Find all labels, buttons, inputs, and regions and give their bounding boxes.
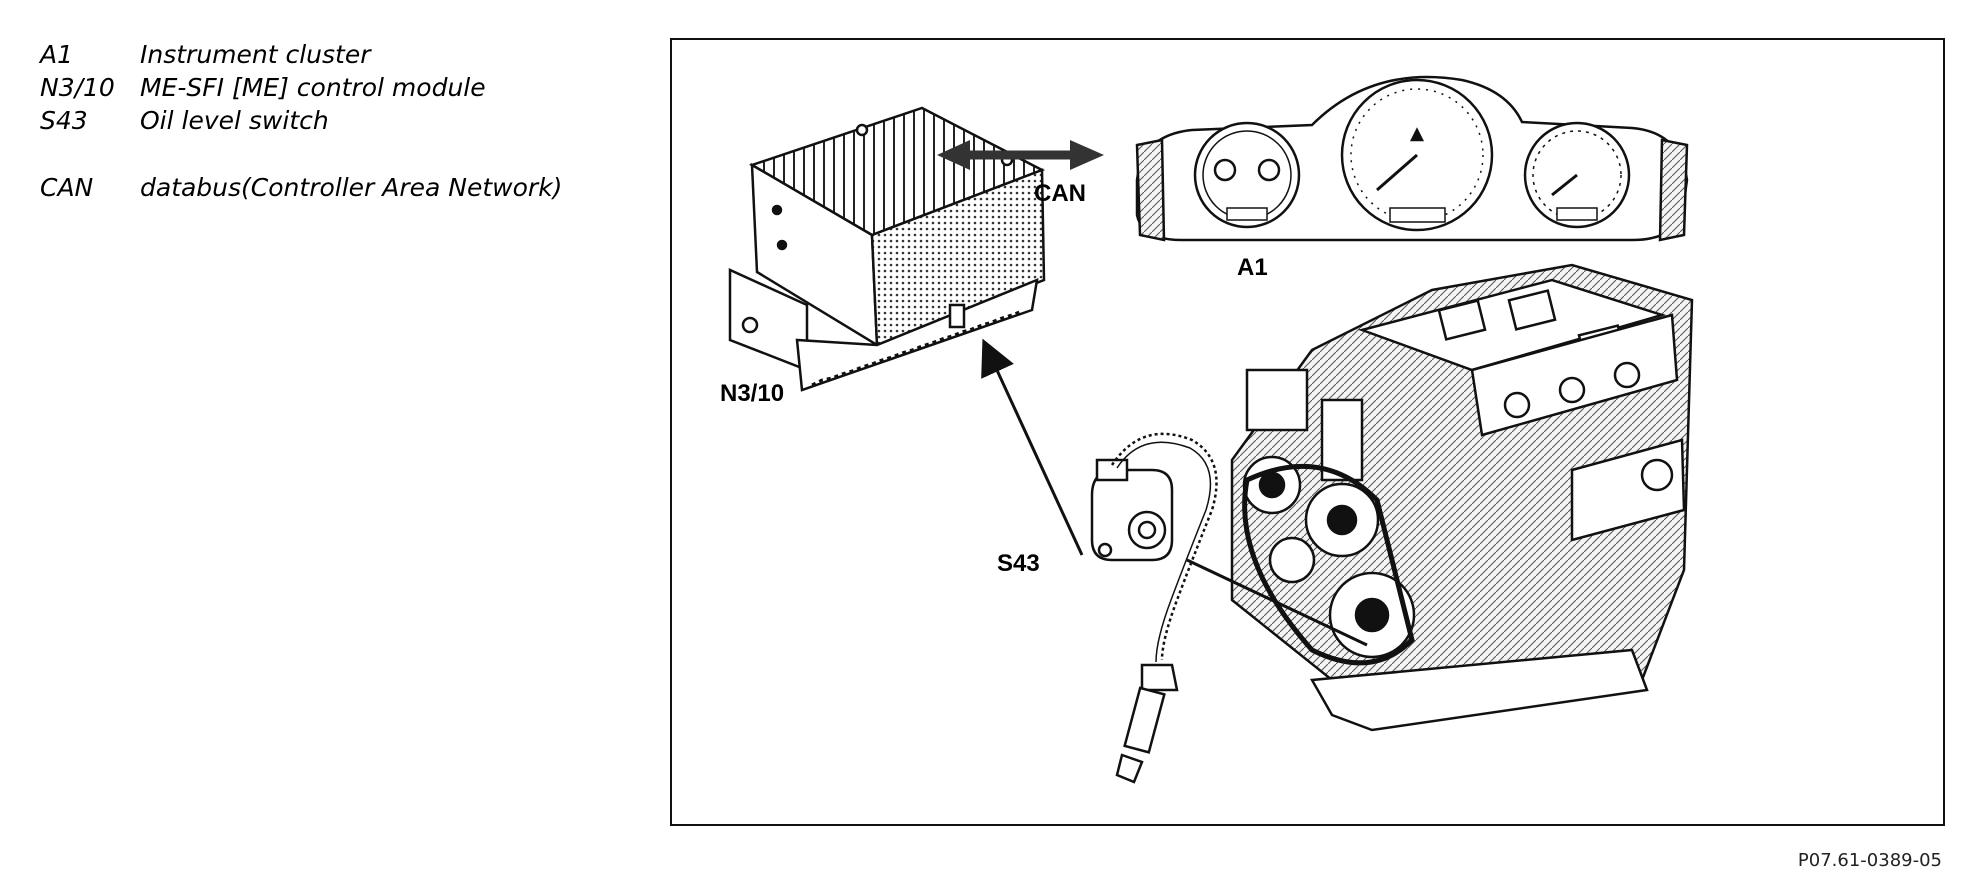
legend-description: Instrument cluster (140, 40, 371, 69)
diagram-drawing (728, 75, 1694, 784)
engine (1230, 263, 1694, 732)
diagram-figure: CAN A1 N3/10 S43 (670, 38, 1945, 826)
legend-item-a1: A1 Instrument cluster (40, 38, 640, 71)
legend-item-can: CAN databus(Controller Area Network) (40, 171, 640, 204)
signal-arrow-s43-to-n3-10 (981, 338, 1084, 556)
leader-line-s43-to-engine (1186, 558, 1368, 647)
legend-code: CAN (40, 173, 94, 202)
oil-level-switch-s43 (1090, 432, 1218, 784)
legend-item-n3-10: N3/10 ME-SFI [ME] control module (40, 71, 640, 104)
legend-code: N3/10 (40, 73, 115, 102)
can-double-arrow (937, 140, 1104, 170)
instrument-cluster-a1 (1135, 75, 1689, 242)
legend: A1 Instrument cluster N3/10 ME-SFI [ME] … (40, 38, 640, 204)
label-n3-10: N3/10 (720, 380, 785, 407)
legend-description: ME-SFI [ME] control module (140, 73, 486, 102)
legend-description: databus(Controller Area Network) (140, 173, 563, 202)
legend-description: Oil level switch (140, 106, 329, 135)
legend-item-s43: S43 Oil level switch (40, 104, 640, 137)
label-s43: S43 (997, 550, 1040, 577)
legend-code: S43 (40, 106, 88, 135)
legend-code: A1 (40, 40, 74, 69)
label-a1: A1 (1237, 254, 1268, 281)
figure-reference-code: P07.61-0389-05 (1797, 850, 1942, 871)
control-module-n3-10 (728, 106, 1046, 392)
label-can: CAN (1034, 180, 1086, 207)
